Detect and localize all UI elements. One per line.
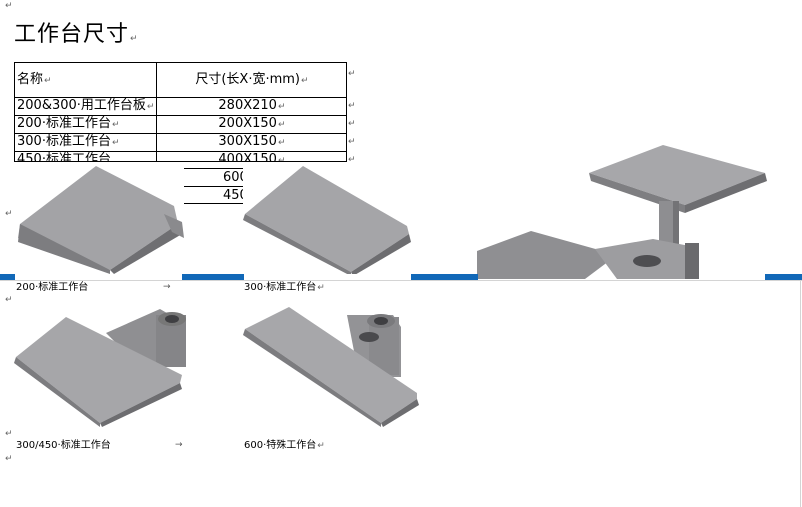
page-title: 工作台尺寸↵ <box>14 22 139 47</box>
caption-600: 600·特殊工作台↵ <box>244 440 325 451</box>
spec-table: 名称↵ 尺寸(长X·宽·mm)↵ 200&300·用工作台板↵ 280X210↵… <box>13 62 348 162</box>
table-row-partial: 450 <box>183 186 245 204</box>
product-photo-300 <box>243 162 413 274</box>
accent-bar <box>182 274 244 280</box>
table-row: 200·标准工作台↵ 200X150↵ <box>13 115 348 134</box>
accent-bar <box>765 274 802 280</box>
product-photo-600 <box>243 305 419 427</box>
caption-200: 200·标准工作台 <box>16 282 89 293</box>
tab-mark: → <box>175 440 183 450</box>
divider-line <box>0 280 802 281</box>
accent-bar <box>411 274 478 280</box>
table-cell: 200X150↵ <box>156 115 348 134</box>
divider-line <box>800 280 801 507</box>
table-cell: 280X210↵ <box>156 97 348 116</box>
table-cell: 200·标准工作台↵ <box>13 115 158 134</box>
paragraph-mark: ↵ <box>5 209 13 219</box>
table-header-row: 名称↵ 尺寸(长X·宽·mm)↵ <box>13 62 348 98</box>
product-photo-300-450 <box>14 305 190 427</box>
paragraph-mark: ↵ <box>348 137 356 147</box>
paragraph-mark: ↵ <box>348 119 356 129</box>
product-photo-200 <box>14 162 184 274</box>
tab-mark: → <box>163 282 171 292</box>
table-cell: 400X150↵ <box>156 151 348 162</box>
table-cell: 尺寸(长X·宽·mm)↵ <box>156 62 348 98</box>
accent-bar <box>0 274 15 280</box>
product-photo-stand <box>477 143 767 279</box>
paragraph-mark: ↵ <box>5 1 13 11</box>
caption-300-450: 300/450·标准工作台 <box>16 440 111 451</box>
table-row-partial: 600 <box>183 168 245 186</box>
table-cell: 450·标准工作台 <box>13 151 158 162</box>
table-cell: 300·标准工作台↵ <box>13 133 158 152</box>
paragraph-mark: ↵ <box>348 69 356 79</box>
table-row: 200&300·用工作台板↵ 280X210↵ <box>13 97 348 116</box>
table-cell: 300X150↵ <box>156 133 348 152</box>
paragraph-mark: ↵ <box>5 429 13 439</box>
paragraph-mark: ↵ <box>5 295 13 305</box>
table-cell: 名称↵ <box>13 62 158 98</box>
caption-300: 300·标准工作台↵ <box>244 282 325 293</box>
paragraph-mark: ↵ <box>348 155 356 165</box>
paragraph-mark: ↵ <box>5 454 13 464</box>
table-row: 300·标准工作台↵ 300X150↵ <box>13 133 348 152</box>
table-cell: 200&300·用工作台板↵ <box>13 97 158 116</box>
paragraph-mark: ↵ <box>348 101 356 111</box>
table-row: 450·标准工作台 400X150↵ <box>13 151 348 162</box>
